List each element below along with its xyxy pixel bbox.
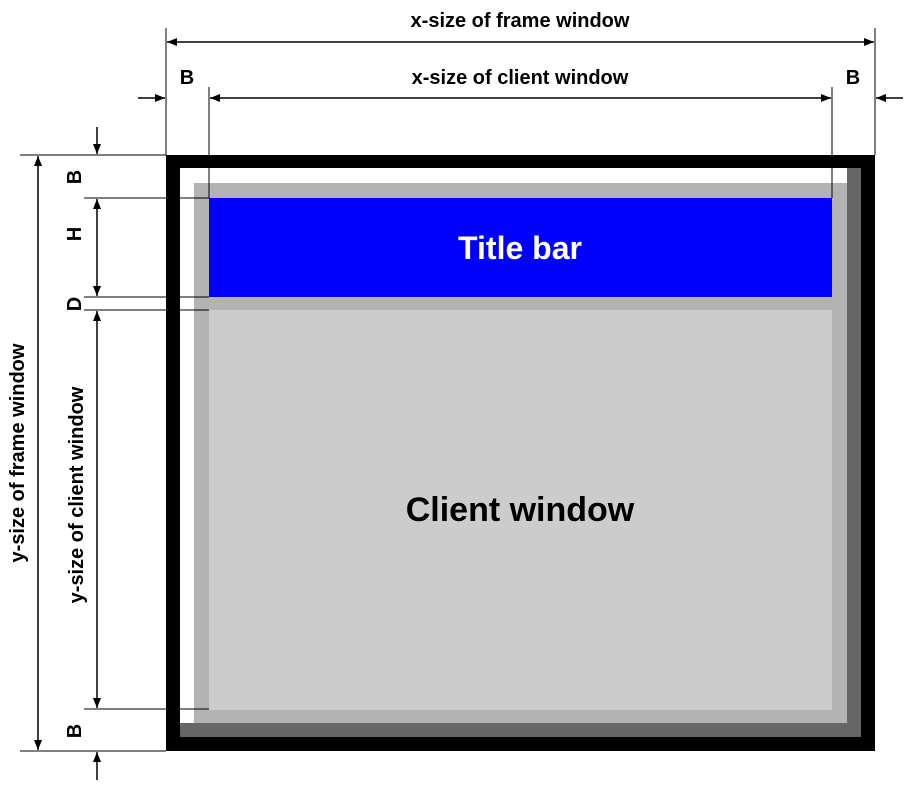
border-left-label: B <box>180 67 194 89</box>
dimension-arrows <box>34 38 903 780</box>
client-window-area <box>209 310 832 710</box>
x-frame-label: x-size of frame window <box>411 10 630 32</box>
client-window-label: Client window <box>406 491 635 529</box>
bevel-white-left <box>180 168 194 723</box>
y-client-label: y-size of client window <box>66 386 88 603</box>
guide-lines <box>20 28 876 752</box>
title-bar-label: Title bar <box>458 230 582 266</box>
border-right-label: B <box>846 67 860 89</box>
title-bar <box>209 198 832 297</box>
border-top-label: B <box>64 170 86 184</box>
y-frame-label: y-size of frame window <box>7 343 29 562</box>
x-client-label: x-size of client window <box>412 67 629 89</box>
bevel-white-strip <box>180 168 847 183</box>
frame-window: Title bar Client window <box>166 155 875 751</box>
title-height-label: H <box>64 227 86 241</box>
border-bottom-label: B <box>64 724 86 738</box>
divider-label: D <box>64 297 86 311</box>
